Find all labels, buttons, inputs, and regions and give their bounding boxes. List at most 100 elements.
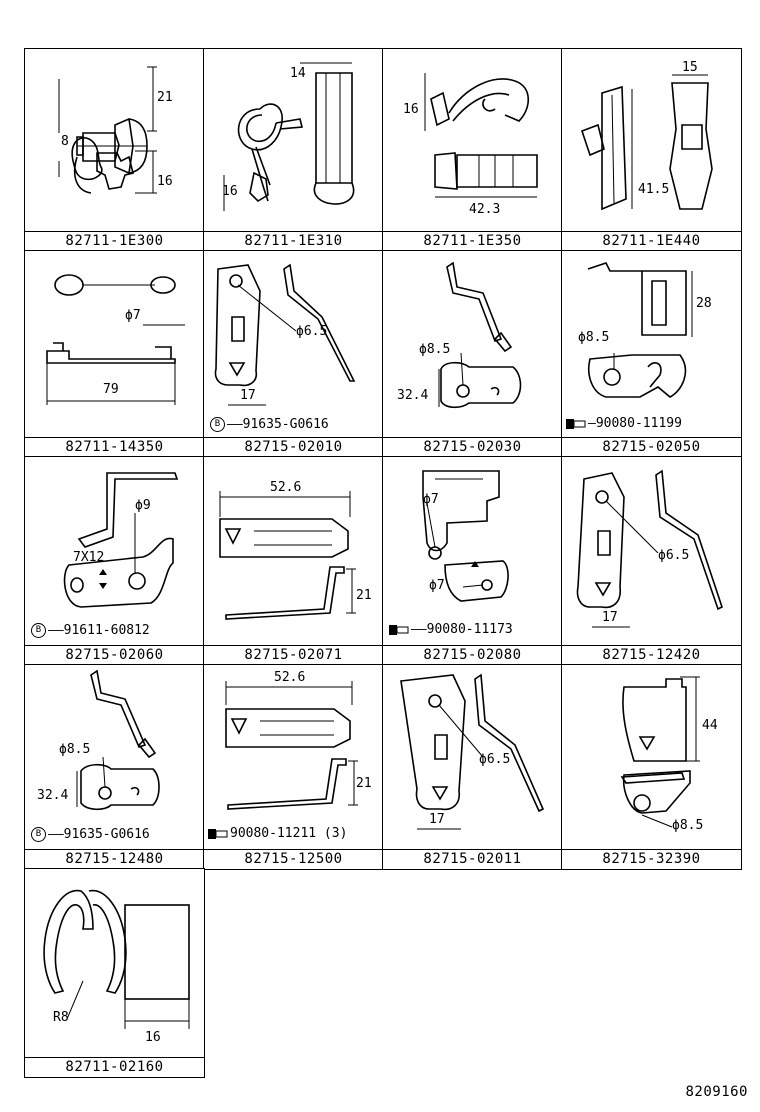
bracket-drawing: [76, 669, 160, 811]
part-cell-82715-02010[interactable]: ϕ6.5 17 B——91635-G0616 82715-02010: [203, 250, 384, 458]
part-number: 82715-02080: [383, 645, 562, 665]
part-number: 82715-32390: [562, 849, 741, 869]
b-symbol: B: [210, 417, 225, 432]
strap-bracket-drawing: [225, 681, 358, 810]
callout-bolt-part: ——90080-11173: [389, 623, 513, 637]
bolt-icon: [208, 828, 228, 839]
bracket-drawing: [63, 472, 179, 608]
dim-label: 52.6: [270, 480, 302, 495]
dim-label: ϕ6.5: [296, 324, 328, 339]
dim-label: ϕ7: [423, 492, 439, 507]
part-cell-82711-1E350[interactable]: 16 42.3 82711-1E350: [382, 48, 563, 252]
bolt-icon: [389, 624, 409, 635]
bracket-drawing: [400, 673, 545, 830]
dim-label: 41.5: [638, 182, 670, 197]
clip-drawing: [58, 66, 157, 194]
part-cell-82711-1E300[interactable]: 21 8 16 82711-1E300: [24, 48, 205, 252]
part-number: 82715-02030: [383, 437, 562, 457]
bracket-drawing: [576, 469, 723, 628]
diagram-code: 8209160: [685, 1084, 748, 1100]
dim-label: 17: [240, 388, 256, 403]
dim-label: ϕ8.5: [578, 330, 610, 345]
part-number: 82715-12420: [562, 645, 741, 665]
bracket-drawing: [587, 262, 693, 398]
callout-part-number: 90080-11211 (3): [230, 826, 348, 841]
part-cell-82715-12480[interactable]: ϕ8.5 32.4 B——91635-G0616 82715-12480: [24, 664, 205, 870]
part-cell-82711-14350[interactable]: ϕ7 79 82711-14350: [24, 250, 205, 458]
callout-part-number: 90080-11173: [426, 622, 513, 637]
part-number: 82715-12500: [204, 849, 383, 869]
callout-b-part: B——91635-G0616: [210, 417, 329, 432]
dim-label: 15: [682, 60, 698, 75]
dim-label: ϕ8.5: [419, 342, 451, 357]
part-number: 82711-1E310: [204, 231, 383, 251]
callout-part-number: 91635-G0616: [63, 827, 150, 842]
dim-label: R8: [53, 1010, 69, 1025]
dim-label: 8: [61, 134, 69, 149]
dim-label: ϕ9: [135, 498, 151, 513]
callout-part-number: 91635-G0616: [242, 417, 329, 432]
dim-label: 44: [702, 718, 718, 733]
part-cell-82715-12500[interactable]: 52.6 21 90080-11211 (3) 82715-12500: [203, 664, 384, 870]
callout-part-number: 91611-60812: [63, 623, 150, 638]
part-cell-82715-02030[interactable]: ϕ8.5 32.4 82715-02030: [382, 250, 563, 458]
part-number: 82711-1E300: [25, 231, 204, 251]
dim-label: 16: [145, 1030, 161, 1045]
clamp-drawing: [223, 62, 355, 211]
dim-label: ϕ7: [125, 308, 141, 323]
dim-label: 17: [602, 610, 618, 625]
dim-label: 16: [222, 184, 238, 199]
wire-clip-drawing: [46, 274, 185, 405]
dim-label: 17: [429, 812, 445, 827]
clamp-and-pad-drawing: [43, 889, 190, 1029]
bolt-icon: [566, 418, 586, 429]
dim-label: 32.4: [37, 788, 69, 803]
b-symbol: B: [31, 623, 46, 638]
callout-bolt-part: —90080-11199: [566, 417, 682, 431]
part-number: 82715-02010: [204, 437, 383, 457]
dim-label: 16: [403, 102, 419, 117]
dim-label: 21: [157, 90, 173, 105]
part-number: 82715-12480: [25, 849, 204, 869]
bracket-drawing: [438, 261, 522, 409]
dim-label: 16: [157, 174, 173, 189]
bracket-drawing: [620, 676, 700, 828]
callout-b-part: B——91611-60812: [31, 623, 150, 638]
bracket-drawing: [422, 470, 509, 602]
part-cell-82715-02080[interactable]: ϕ7 ϕ7 ——90080-11173 82715-02080: [382, 456, 563, 666]
part-number: 82711-1E350: [383, 231, 562, 251]
part-cell-82715-02011[interactable]: ϕ6.5 17 82715-02011: [382, 664, 563, 870]
clamp-clip-drawing: [424, 73, 538, 198]
dim-label: ϕ6.5: [658, 548, 690, 563]
part-cell-82715-02050[interactable]: 28 ϕ8.5 —90080-11199 82715-02050: [561, 250, 742, 458]
part-cell-82715-32390[interactable]: 44 ϕ8.5 82715-32390: [561, 664, 742, 870]
callout-line: ——: [411, 622, 427, 637]
dim-label: 42.3: [469, 202, 501, 217]
callout-b-part: B——91635-G0616: [31, 827, 150, 842]
part-number: 82711-02160: [25, 1057, 204, 1077]
callout-line: ——: [227, 417, 243, 432]
part-cell-82711-02160[interactable]: R8 16 82711-02160: [24, 868, 205, 1078]
part-cell-82715-02060[interactable]: ϕ9 7X12 B——91611-60812 82715-02060: [24, 456, 205, 666]
dim-label: 28: [696, 296, 712, 311]
dim-label: 14: [290, 66, 306, 81]
part-number: 82711-14350: [25, 437, 204, 457]
part-number: 82715-02060: [25, 645, 204, 665]
part-cell-82711-1E440[interactable]: 15 41.5 82711-1E440: [561, 48, 742, 252]
part-cell-82715-12420[interactable]: ϕ6.5 17 82715-12420: [561, 456, 742, 666]
dim-label: 32.4: [397, 388, 429, 403]
callout-part-number: 90080-11199: [595, 416, 682, 431]
part-cell-82711-1E310[interactable]: 14 16 82711-1E310: [203, 48, 384, 252]
dim-label: 21: [356, 776, 372, 791]
part-number: 82715-02011: [383, 849, 562, 869]
dim-label: 79: [103, 382, 119, 397]
dim-label: ϕ6.5: [479, 752, 511, 767]
dim-label: 7X12: [73, 550, 105, 565]
dim-label: 52.6: [274, 670, 306, 685]
callout-line: ——: [48, 623, 64, 638]
part-number: 82715-02050: [562, 437, 741, 457]
part-cell-82715-02071[interactable]: 52.6 21 82715-02071: [203, 456, 384, 666]
part-number: 82715-02071: [204, 645, 383, 665]
dim-label: ϕ8.5: [59, 742, 91, 757]
